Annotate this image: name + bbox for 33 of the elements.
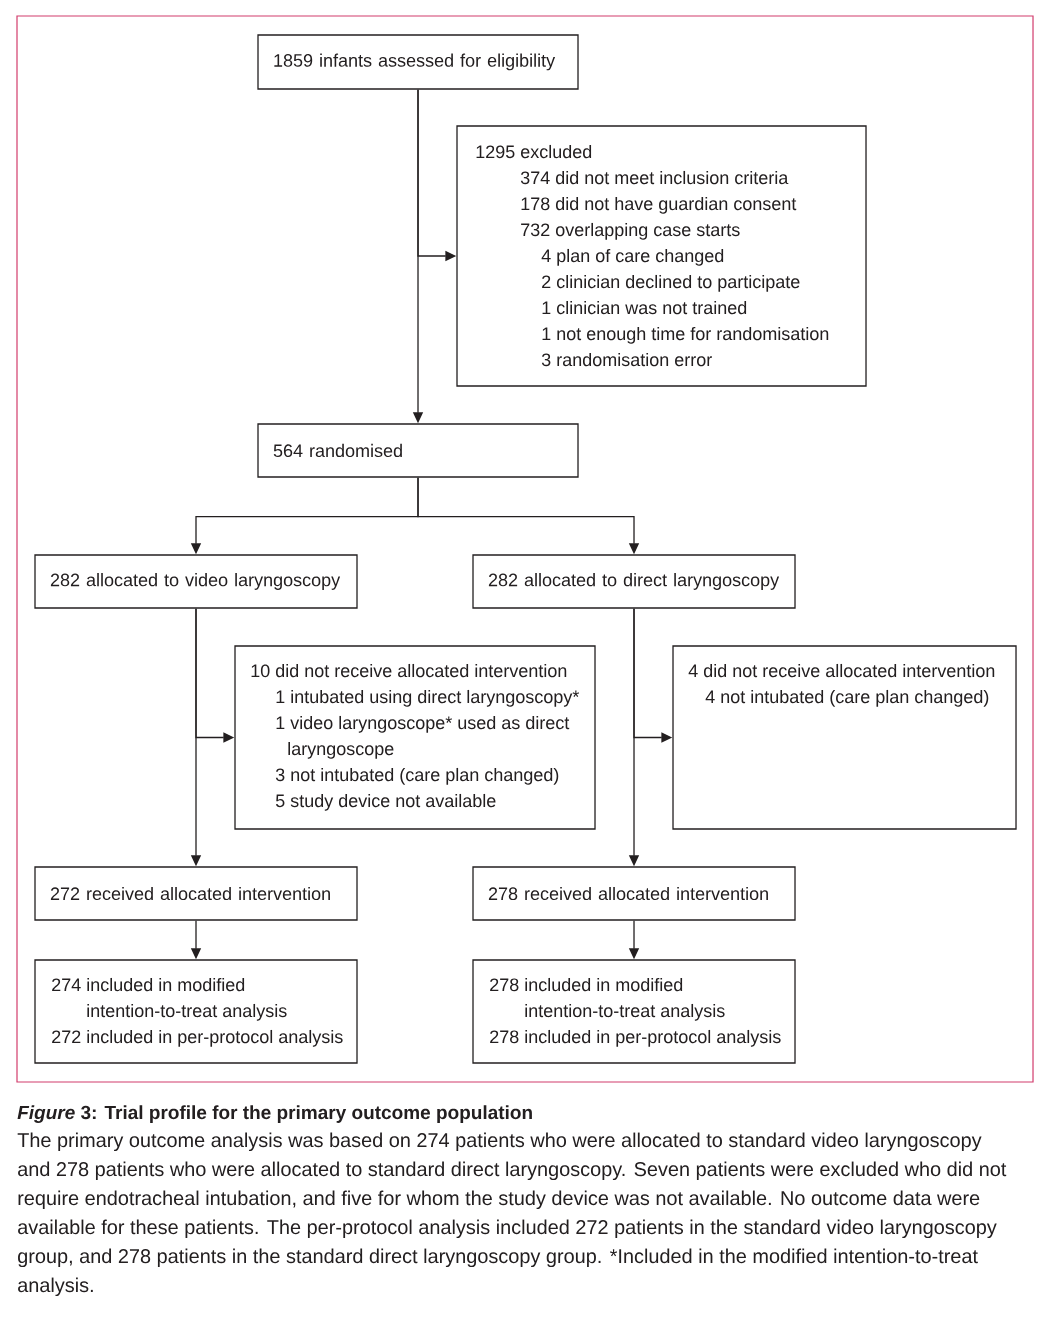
flow-box: [456, 125, 867, 387]
list-item: 1 video laryngoscope* used as direct laryngoscope: [276, 715, 570, 759]
list-item: 3 not intubated (care plan changed): [275, 767, 559, 785]
list-item: 732 overlapping case starts: [521, 222, 740, 240]
list-item: 4 not intubated (care plan changed): [705, 689, 989, 707]
list-item: 2 clinician declined to participate: [542, 274, 800, 292]
flow-box: [34, 959, 358, 1064]
box-heading: 278 included in modified intention-to-treat analysis: [490, 977, 725, 1021]
list-item: 374 did not meet inclusion criteria: [520, 170, 789, 185]
list-item: 178 did not have guardian consent: [521, 196, 797, 214]
flow-box: [234, 645, 596, 830]
list-item: 278 included in per-protocol analysis: [490, 1029, 781, 1047]
list-item: 3 randomisation error: [541, 352, 712, 367]
list-item: 5 study device not available: [275, 793, 496, 811]
list-item: 272 included in per-protocol analysis: [52, 1029, 343, 1047]
list-item: 1 not enough time for randomisation: [542, 326, 829, 344]
list-item: 4 plan of care changed: [541, 248, 724, 266]
flow-box: 564 randomised: [257, 423, 579, 478]
flow-box: [472, 959, 796, 1064]
box-heading: 274 included in modified intention-to-treat analysis: [52, 977, 287, 1021]
figure-title: Figure 3: Trial profile for the primary outcome population: [17, 1105, 532, 1123]
flow-box: 282 allocated to video laryngoscopy: [34, 554, 358, 609]
flow-box: 1859 infants assessed for eligibility: [257, 34, 579, 90]
box-heading: 10 did not receive allocated intervention: [251, 663, 567, 678]
flow-box: [672, 645, 1017, 830]
list-item: 1 intubated using direct laryngoscopy*: [276, 689, 580, 707]
flow-box: 278 received allocated intervention: [472, 866, 796, 921]
flow-box: 272 received allocated intervention: [34, 866, 358, 921]
figure-caption: The primary outcome analysis was based on 274 patients who were allocated to standard video laryngoscopy and 278 patients who were allocated to standard direct laryngoscopy. Seven patients were excluded who did not require endotracheal intubation, and five for whom the study device was not available. No outcome data were available for these patients. The per-protocol analysis included 272 patients in the standard video laryngoscopy group, and 278 patients in the standard direct laryngoscopy group. *Included in the modified intention-to-treat analysis.: [17, 1132, 1007, 1297]
list-item: 1 clinician was not trained: [542, 300, 747, 315]
box-heading: 4 did not receive allocated intervention: [688, 663, 995, 678]
flow-box: 282 allocated to direct laryngoscopy: [472, 554, 796, 609]
box-heading: 1295 excluded: [476, 144, 592, 159]
